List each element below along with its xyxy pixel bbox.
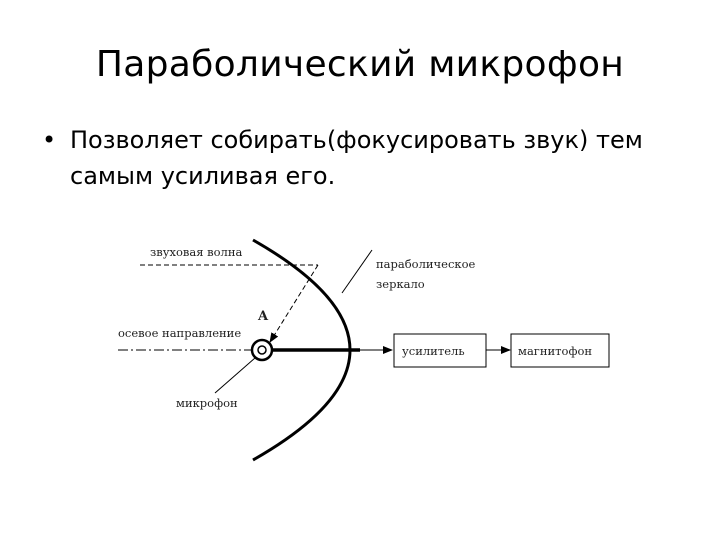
microphone-icon xyxy=(250,338,274,362)
mirror-leader-line xyxy=(341,249,373,294)
recorder-box xyxy=(510,333,610,368)
microphone-inner-ring xyxy=(257,345,267,355)
label-microphone: микрофон xyxy=(176,396,238,410)
bullet-point: • Позволяет собирать(фокусировать звук) … xyxy=(42,122,692,194)
label-sound-wave: звуховая волна xyxy=(150,245,243,259)
slide-title: Параболический микрофон xyxy=(95,44,625,85)
bullet-text-line-2: самым усиливая его. xyxy=(70,162,336,190)
amplifier-label: усилитель xyxy=(402,344,465,358)
label-point-a: A xyxy=(257,309,269,324)
bullet-text-line-1: Позволяет собирать(фокусировать звук) те… xyxy=(70,126,643,154)
recorder-label: магнитофон xyxy=(518,344,592,358)
label-mirror-line-1: параболическое xyxy=(376,257,476,271)
label-axial-direction: осевое направление xyxy=(118,326,241,340)
reflected-wave-arrow xyxy=(269,264,319,343)
microphone-leader-line xyxy=(214,357,256,394)
bullet-marker: • xyxy=(42,126,57,154)
label-mirror-line-2: зеркало xyxy=(376,277,425,291)
